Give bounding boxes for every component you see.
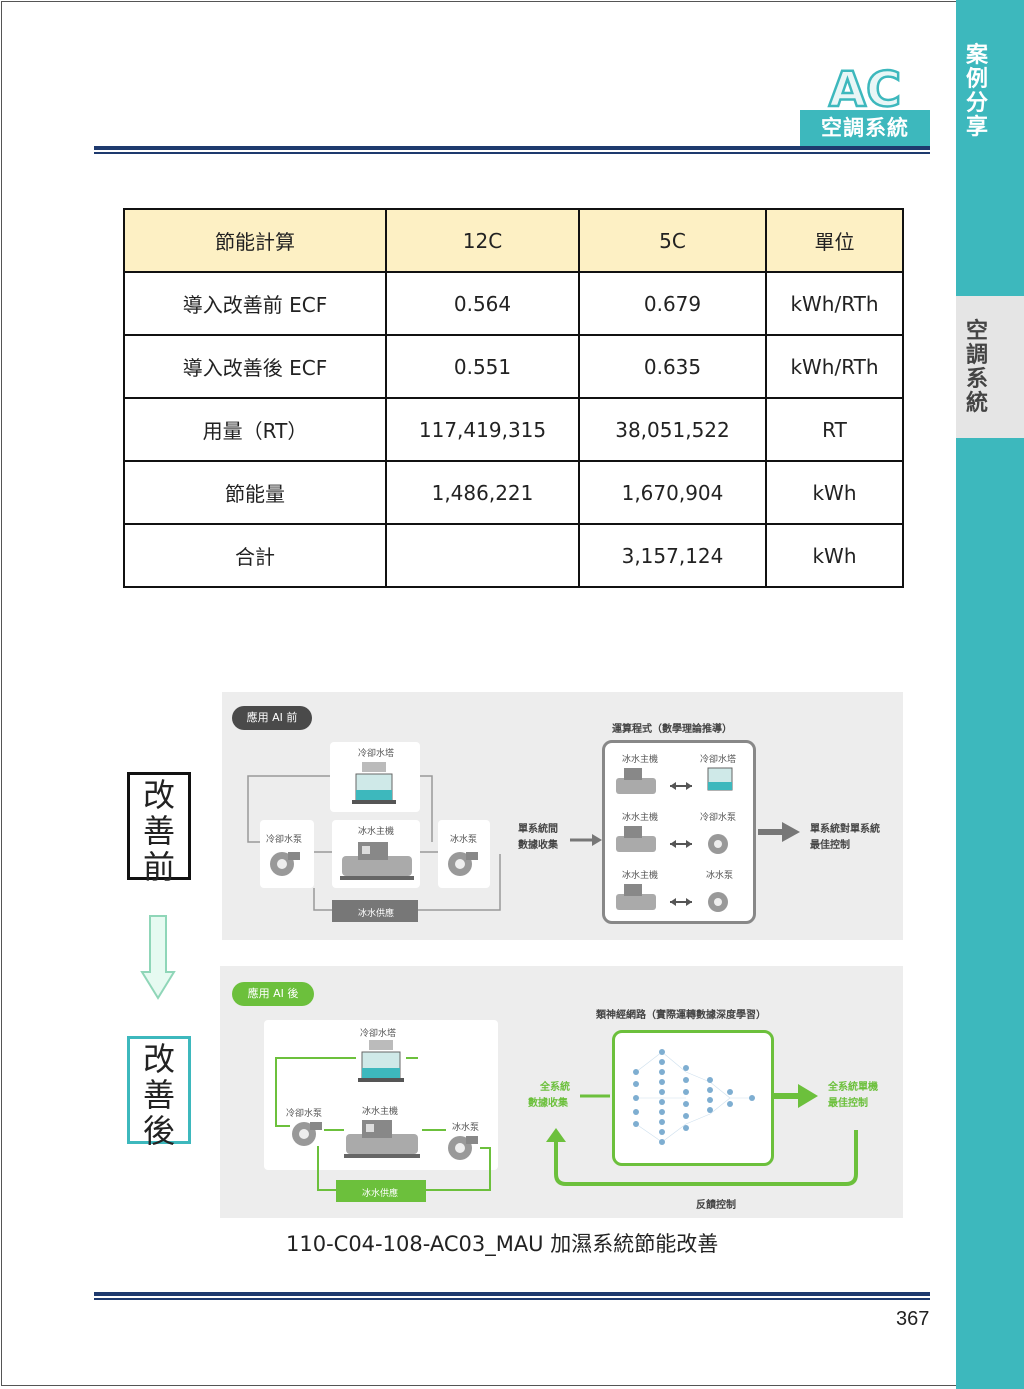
table-header-row: 節能計算 12C 5C 單位 (123, 208, 904, 273)
cooling-tower-label: 冷卻水塔 (360, 1029, 397, 1039)
program-title: 運算程式（數學理論推導） (612, 724, 732, 735)
table-cell: 導入改善前 ECF (123, 271, 387, 336)
table-cell: 0.679 (578, 271, 767, 336)
table-row: 導入改善前 ECF 0.564 0.679 kWh/RTh (123, 271, 904, 336)
before-improvement-label: 改善前 (127, 772, 191, 885)
feedback-label: 反饋控制 (696, 1200, 736, 1211)
table-cell: 0.551 (385, 334, 580, 399)
header-rule-thin (94, 152, 930, 154)
side-tab (956, 0, 1024, 1389)
table-cell: 117,419,315 (385, 397, 580, 462)
footer-rule-thin (94, 1298, 930, 1300)
pair-left-label: 冰水主機 (622, 755, 659, 765)
chilled-supply-bar (336, 1180, 426, 1202)
table-header-cell: 節能計算 (123, 208, 387, 273)
chilled-supply-label: 冰水供應 (358, 909, 395, 919)
table-cell: kWh/RTh (765, 334, 904, 399)
pair-right-label: 冰水泵 (706, 871, 734, 881)
result-label-line1: 單系統對單系統 (810, 824, 880, 835)
table-cell: 用量（RT） (123, 397, 387, 462)
ac-logo: AC (828, 66, 903, 112)
table-cell: kWh (765, 460, 904, 525)
page-number: 367 (896, 1308, 930, 1330)
neural-network-icon (633, 1049, 755, 1145)
chilled-pump-label: 冰水泵 (450, 835, 478, 845)
table-cell: 導入改善後 ECF (123, 334, 387, 399)
ac-logo-text: AC (829, 66, 901, 112)
pump-icon (448, 852, 478, 876)
table-row: 導入改善後 ECF 0.551 0.635 kWh/RTh (123, 334, 904, 399)
energy-saving-table: 節能計算 12C 5C 單位 導入改善前 ECF 0.564 0.679 kWh… (123, 208, 904, 588)
table-cell: RT (765, 397, 904, 462)
collect-label-line1: 全系統 (540, 1082, 570, 1093)
pump-icon (270, 852, 300, 876)
chilled-pump-label: 冰水泵 (452, 1123, 480, 1133)
diagram-before-ai: 應用 AI 前 冷卻水塔 冷卻水泵 冰水主機 冰水泵 冰水供應 單系統間 數據收… (222, 692, 903, 940)
cooling-tower-label: 冷卻水塔 (358, 749, 395, 759)
table-header-cell: 5C (578, 208, 767, 273)
header-rule (94, 146, 930, 150)
tag-after-ai: 應用 AI 後 (232, 982, 314, 1006)
section-badge: 空調系統 (800, 110, 930, 146)
chiller-label: 冰水主機 (358, 827, 395, 837)
table-cell: 0.635 (578, 334, 767, 399)
after-improvement-label: 改善後 (127, 1036, 191, 1149)
table-cell: 38,051,522 (578, 397, 767, 462)
side-tab-section-marker (956, 296, 1024, 438)
result-label-line1: 全系統單機 (828, 1082, 878, 1093)
table-cell: 節能量 (123, 460, 387, 525)
chiller-label: 冰水主機 (362, 1107, 399, 1117)
tag-before-ai: 應用 AI 前 (232, 706, 312, 730)
figure-caption: 110-C04-108-AC03_MAU 加濕系統節能改善 (286, 1232, 719, 1256)
table-cell: kWh/RTh (765, 271, 904, 336)
collect-label-line1: 單系統間 (518, 824, 558, 835)
cooling-pump-label: 冷卻水泵 (266, 835, 303, 845)
result-label-line2: 最佳控制 (810, 840, 850, 851)
result-label-line2: 最佳控制 (828, 1098, 868, 1109)
cooling-pump-label: 冷卻水泵 (286, 1109, 323, 1119)
chilled-supply-label: 冰水供應 (362, 1189, 399, 1199)
pump-icon (448, 1136, 478, 1160)
table-cell: 合計 (123, 523, 387, 588)
table-row: 節能量 1,486,221 1,670,904 kWh (123, 460, 904, 525)
footer-rule (94, 1292, 930, 1296)
cooling-tower-icon (352, 762, 396, 804)
loop-lines (275, 1057, 858, 1191)
table-header-cell: 單位 (765, 208, 904, 273)
pair-right-label: 冷卻水泵 (700, 813, 737, 823)
table-cell: 1,486,221 (385, 460, 580, 525)
cooling-tower-icon (358, 1040, 404, 1082)
table-cell: 0.564 (385, 271, 580, 336)
pair-icons (616, 767, 733, 912)
table-cell: 3,157,124 (578, 523, 767, 588)
table-row: 合計 3,157,124 kWh (123, 523, 904, 588)
side-tab-label-ac-system: 空調系統 (965, 319, 988, 416)
down-arrow-icon (140, 915, 176, 1000)
pair-left-label: 冰水主機 (622, 813, 659, 823)
diagram-after-ai: 應用 AI 後 冷卻水塔 冷卻水泵 冰水主機 冰水泵 冰水供應 全系統 數據收集… (220, 966, 903, 1218)
chilled-supply-bar (332, 900, 418, 922)
chiller-icon (344, 1120, 420, 1158)
chiller-icon (340, 842, 414, 880)
table-row: 用量（RT） 117,419,315 38,051,522 RT (123, 397, 904, 462)
collect-label-line2: 數據收集 (528, 1098, 568, 1109)
table-cell: kWh (765, 523, 904, 588)
table-cell: 1,670,904 (578, 460, 767, 525)
side-tab-label-case-share: 案例分享 (965, 43, 988, 140)
loop-lines (247, 775, 800, 911)
table-header-cell: 12C (385, 208, 580, 273)
table-cell (385, 523, 580, 588)
collect-label-line2: 數據收集 (518, 840, 558, 851)
pair-right-label: 冷卻水塔 (700, 755, 737, 765)
nn-title: 類神經網路（實際運轉數據深度學習） (596, 1010, 766, 1021)
pair-left-label: 冰水主機 (622, 871, 659, 881)
pump-icon (292, 1122, 322, 1146)
